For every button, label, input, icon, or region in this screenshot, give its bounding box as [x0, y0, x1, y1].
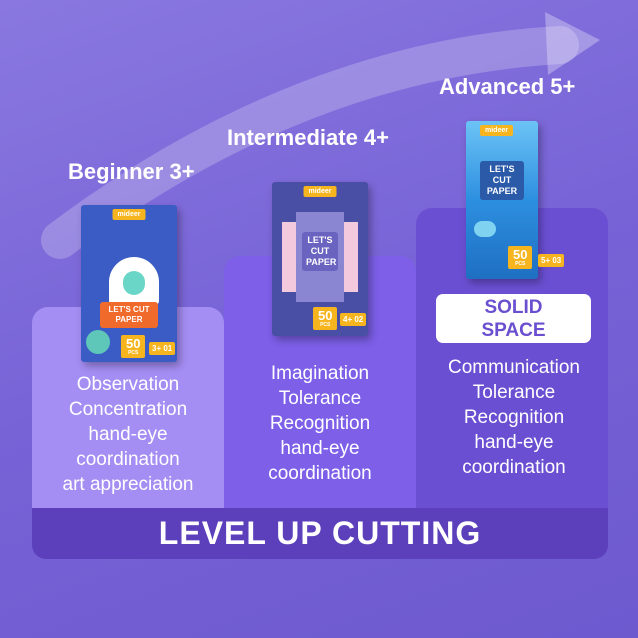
book-title: LET'S CUT PAPER [100, 302, 158, 328]
skill-item: Recognition [463, 407, 565, 428]
skill-item: Imagination [270, 363, 370, 384]
skill-item: art appreciation [62, 474, 194, 495]
level-label-beginner: Beginner 3+ [68, 159, 195, 184]
alien-illustration [109, 257, 159, 305]
skill-item: Tolerance [472, 382, 556, 403]
skill-item: hand-eye [474, 432, 554, 453]
skill-item: hand-eye [88, 424, 168, 445]
skills-beginner: Observation Concentration hand-eye coord… [32, 372, 224, 497]
planet-illustration [86, 330, 110, 354]
brand-logo: mideer [303, 186, 337, 197]
badge-line: SPACE [481, 320, 546, 341]
level-label-advanced: Advanced 5+ [439, 74, 576, 99]
castle-tower-right [344, 222, 358, 292]
skills-intermediate: Imagination Tolerance Recognition hand-e… [224, 361, 416, 486]
skill-item: Observation [76, 374, 180, 395]
solid-space-badge: SOLID SPACE [436, 294, 591, 343]
skills-advanced: Communication Tolerance Recognition hand… [416, 355, 612, 480]
skill-item: Concentration [68, 399, 188, 420]
skill-item: Recognition [269, 413, 371, 434]
submarine-illustration [474, 221, 496, 237]
brand-logo: mideer [112, 209, 146, 220]
skill-item: hand-eye [280, 438, 360, 459]
skill-item: coordination [462, 457, 566, 478]
skill-item: Tolerance [278, 388, 362, 409]
age-badge-advanced: 5+ 03 [538, 254, 565, 267]
brand-logo: mideer [480, 125, 513, 136]
castle-tower-left [282, 222, 296, 292]
age-badge: 4+ 02 [340, 313, 367, 326]
skill-item: coordination [268, 463, 372, 484]
book-title: LET'S CUT PAPER [480, 161, 524, 200]
skill-item: coordination [76, 449, 180, 470]
level-label-intermediate: Intermediate 4+ [227, 125, 390, 150]
level-up-banner: LEVEL UP CUTTING [32, 508, 608, 559]
book-title: LET'S CUT PAPER [302, 232, 338, 271]
badge-line: SOLID [484, 297, 543, 318]
age-badge: 3+ 01 [149, 342, 176, 355]
skill-item: Communication [448, 357, 580, 378]
